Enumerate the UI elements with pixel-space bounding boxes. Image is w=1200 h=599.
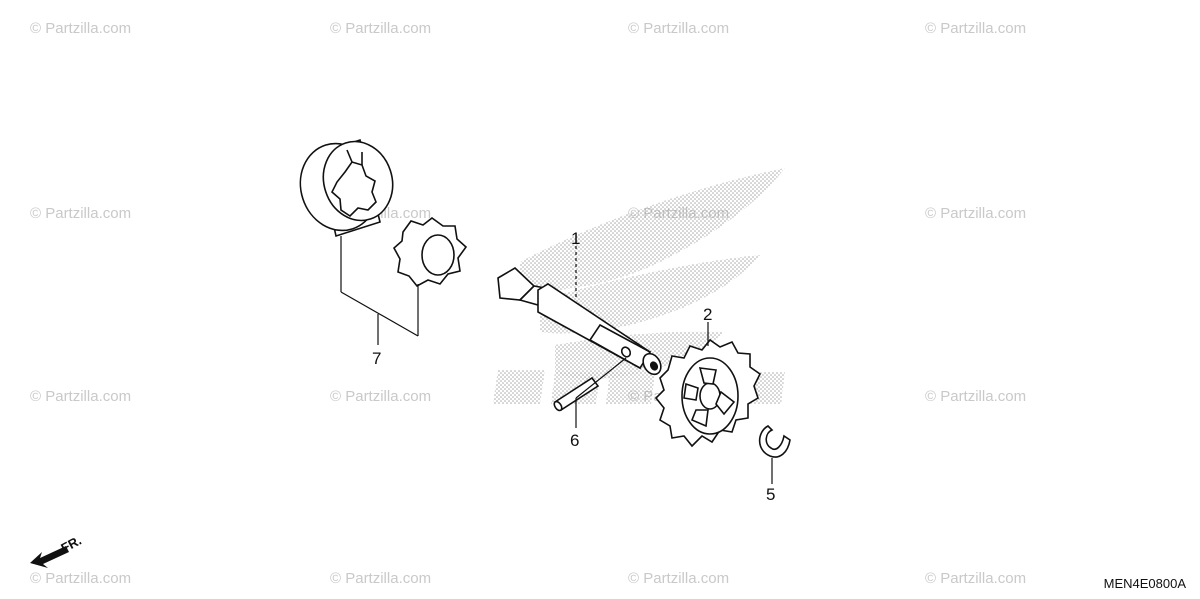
diagram-code: MEN4E0800A bbox=[1103, 576, 1186, 591]
watermark: © Partzilla.com bbox=[925, 20, 1027, 37]
snap-ring bbox=[758, 425, 791, 458]
callout-1: 1 bbox=[571, 229, 580, 248]
watermark: © Partzilla.com bbox=[330, 570, 432, 587]
watermark: © Partzilla.com bbox=[330, 20, 432, 37]
watermark: © Partzilla.com bbox=[925, 570, 1027, 587]
outer-rotor bbox=[299, 138, 394, 238]
pump-shaft bbox=[497, 267, 662, 376]
watermark: © Partzilla.com bbox=[30, 20, 132, 37]
callout-5: 5 bbox=[766, 485, 775, 504]
part7-leader bbox=[340, 236, 419, 345]
driven-gear bbox=[654, 338, 762, 448]
callout-2: 2 bbox=[703, 305, 712, 324]
watermark: © Partzilla.com bbox=[925, 388, 1027, 405]
leader-lines bbox=[575, 246, 773, 484]
watermark: © Partzilla.com bbox=[628, 20, 730, 37]
watermark: © Partzilla.com bbox=[330, 388, 432, 405]
watermark: © Partzilla.com bbox=[30, 388, 132, 405]
inner-rotor bbox=[392, 216, 468, 288]
watermark: © Partzilla.com bbox=[925, 205, 1027, 222]
watermark: © Partzilla.com bbox=[30, 205, 132, 222]
callout-6: 6 bbox=[570, 431, 579, 450]
watermark: © Partzilla.com bbox=[628, 570, 730, 587]
callout-7: 7 bbox=[372, 349, 381, 368]
watermark: © Partzilla.com bbox=[30, 570, 132, 587]
front-arrow-icon: FR. bbox=[30, 533, 84, 568]
dowel-pin bbox=[553, 376, 600, 412]
